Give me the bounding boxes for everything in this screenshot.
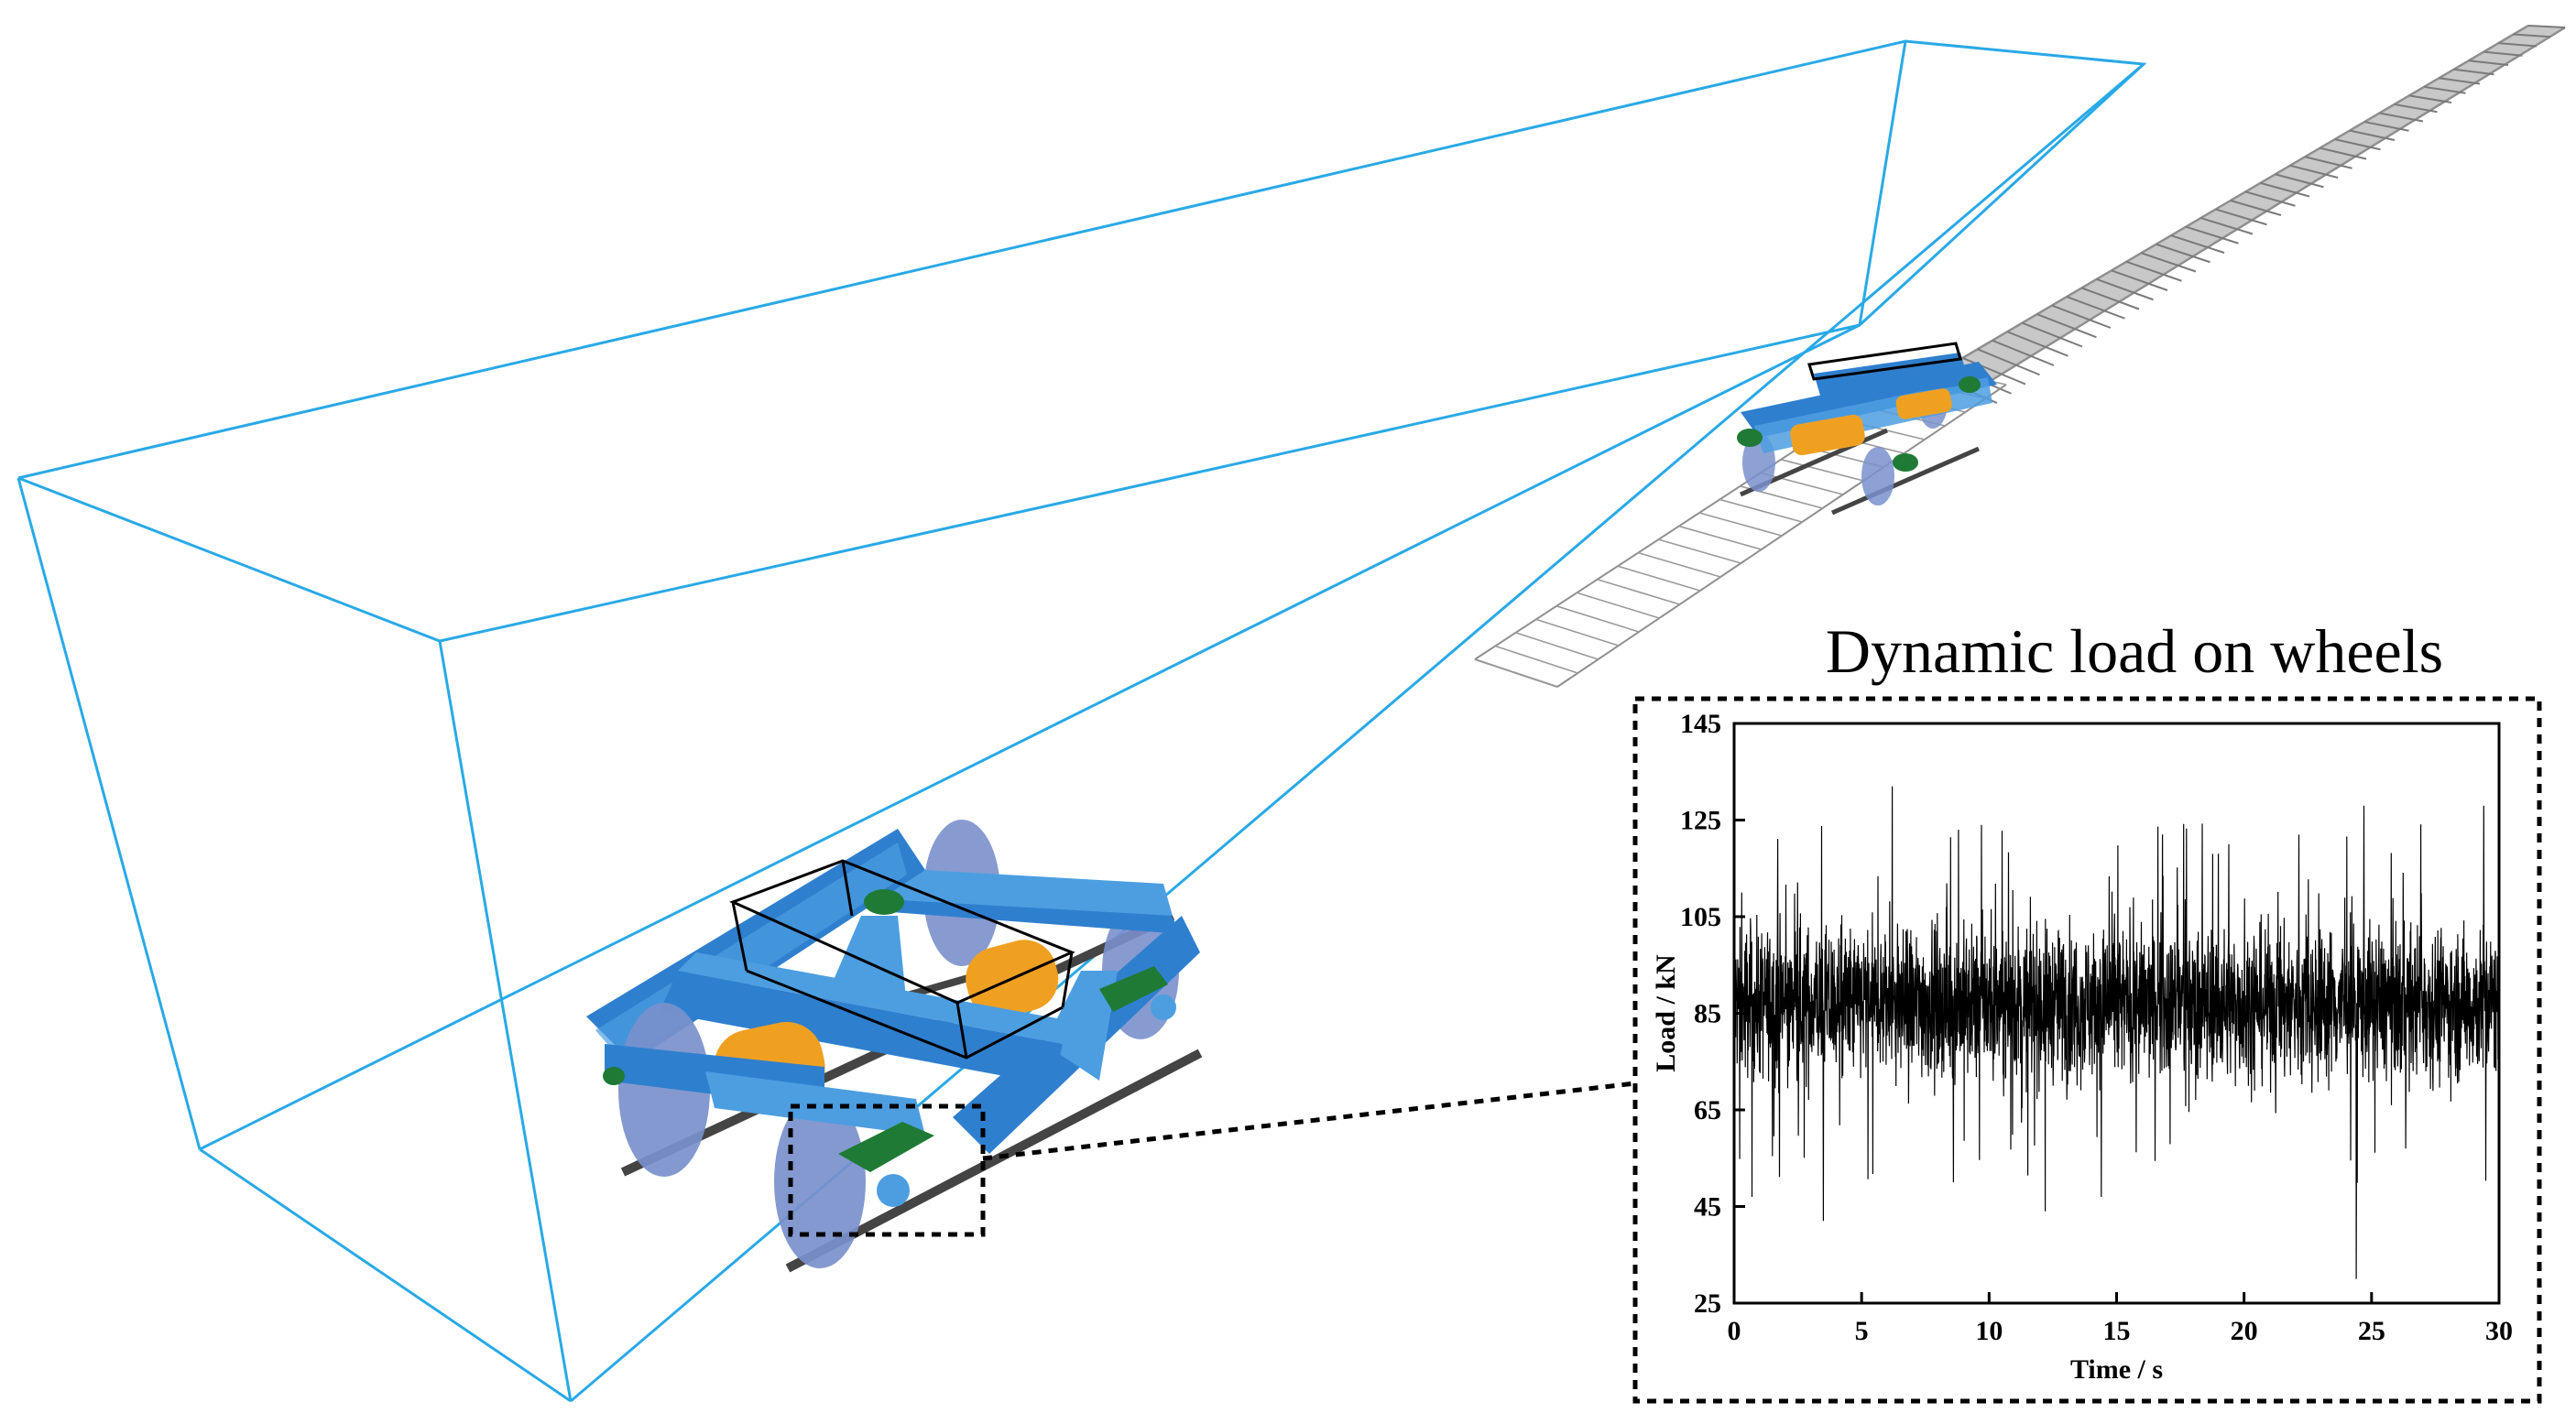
zoom-marker-box <box>788 1103 986 1237</box>
track-tie <box>2275 173 2324 189</box>
track-tie <box>2527 25 2566 28</box>
bogie-far <box>1737 342 1997 516</box>
bogie-near <box>586 820 1203 1273</box>
track-tie <box>1780 459 1864 482</box>
track-tie <box>2453 68 2494 76</box>
chart-title: Dynamic load on wheels <box>1825 616 2444 686</box>
track-tie <box>2230 200 2282 216</box>
track-tie <box>1597 578 1680 605</box>
y-axis-label: Load / kN <box>1651 954 1681 1072</box>
track-tie <box>2334 138 2381 151</box>
track-tie <box>1617 565 1701 592</box>
x-tick-label: 20 <box>2231 1316 2258 1346</box>
x-tick-label: 15 <box>2103 1316 2131 1346</box>
load-signal-series <box>1733 786 2500 1279</box>
track-tie <box>2379 112 2424 123</box>
load-signal-line <box>1733 786 2500 1279</box>
track-tie <box>2498 42 2538 48</box>
track-tie <box>2408 94 2452 103</box>
track-tie <box>2006 331 2068 357</box>
track-tie <box>2468 60 2509 66</box>
y-axis-ticks: 25 45 65 85 105 125 145 <box>1680 709 1745 1319</box>
track-tie <box>2439 77 2481 85</box>
track-tie <box>2036 313 2097 339</box>
track-tie <box>1658 538 1741 564</box>
track-tie <box>2111 269 2168 291</box>
track-tie <box>2513 33 2551 38</box>
y-tick-label: 145 <box>1680 709 1721 739</box>
track-tie <box>1637 551 1721 578</box>
y-tick-label: 105 <box>1680 902 1721 932</box>
track-tie <box>2200 217 2254 235</box>
track-tie <box>2319 147 2367 160</box>
track-tie <box>1977 348 2040 376</box>
x-tick-label: 0 <box>1728 1316 1741 1346</box>
track-tie <box>2424 85 2466 94</box>
track-tie <box>2260 181 2310 198</box>
track-tie <box>1555 605 1640 633</box>
track-tie <box>2364 121 2409 132</box>
domain-wireframe <box>16 39 2147 1403</box>
track-tie <box>2125 260 2182 282</box>
track-tie <box>1474 658 1558 688</box>
x-tick-label: 30 <box>2485 1316 2513 1346</box>
y-tick-label: 125 <box>1680 806 1721 836</box>
track-tie <box>2081 287 2140 310</box>
x-tick-label: 25 <box>2358 1316 2385 1346</box>
track-tie <box>2141 252 2197 273</box>
track-ties-far <box>1932 25 2566 404</box>
track-tie <box>2051 304 2112 329</box>
track-tie <box>2096 278 2154 301</box>
track-tie <box>2185 225 2239 245</box>
track-tie <box>2289 164 2339 179</box>
track-tie <box>2483 50 2523 57</box>
x-tick-label: 10 <box>1975 1316 2003 1346</box>
track-tie <box>1535 618 1620 647</box>
track-tie <box>2156 243 2210 264</box>
track-tie <box>2305 156 2352 169</box>
track-tie <box>1495 645 1578 674</box>
chart-panel-border <box>1632 696 2542 1404</box>
track-tie <box>2244 190 2296 207</box>
track-tie <box>1698 512 1783 537</box>
track-tie <box>2022 321 2083 348</box>
track-tie <box>1577 592 1660 619</box>
track-tie <box>2349 129 2396 141</box>
x-axis-label: Time / s <box>2070 1354 2163 1385</box>
track-tie <box>1760 472 1844 495</box>
zoom-connector-line <box>982 1081 1636 1161</box>
y-tick-label: 65 <box>1694 1095 1721 1125</box>
track-tie <box>1992 339 2055 366</box>
track-tie <box>1678 525 1762 550</box>
track-tie <box>1719 498 1803 523</box>
y-tick-label: 25 <box>1694 1288 1721 1319</box>
track-tie <box>1515 632 1599 660</box>
y-tick-label: 85 <box>1694 999 1721 1029</box>
x-tick-label: 5 <box>1855 1316 1869 1346</box>
track-tie <box>1962 356 2026 386</box>
track-tie <box>2394 103 2438 114</box>
track-tie <box>2170 234 2225 254</box>
y-tick-label: 45 <box>1694 1192 1721 1223</box>
track-far <box>1932 24 2566 396</box>
x-axis-ticks: 0 5 10 15 20 25 30 <box>1728 1292 2513 1346</box>
track-tie <box>2215 208 2267 226</box>
track-tie <box>2066 296 2125 320</box>
